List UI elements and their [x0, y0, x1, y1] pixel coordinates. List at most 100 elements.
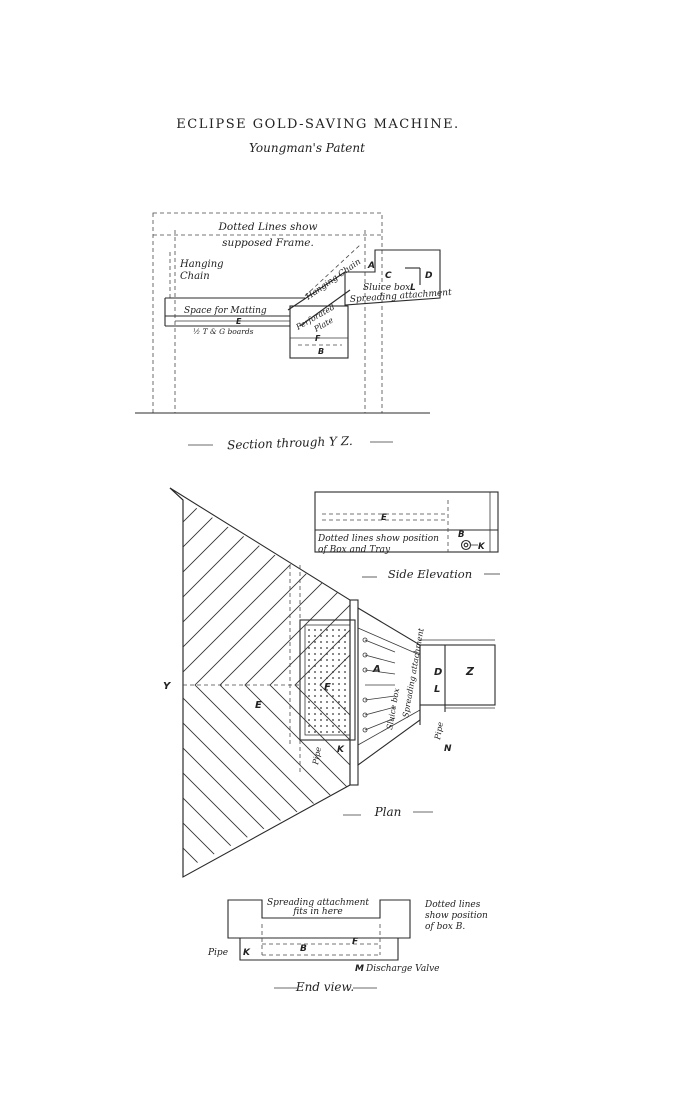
perforation-dot [326, 629, 328, 631]
perforation-dot [314, 629, 316, 631]
perforation-dot [320, 683, 322, 685]
drawing-subtitle: Youngman's Patent [249, 141, 365, 155]
perforation-dot [326, 719, 328, 721]
perforation-dot [308, 671, 310, 673]
perforation-dot [308, 665, 310, 667]
drawing-title: ECLIPSE GOLD-SAVING MACHINE. [176, 117, 459, 132]
perforation-dot [320, 665, 322, 667]
perforation-dot [326, 731, 328, 733]
perforation-dot [344, 725, 346, 727]
perforation-dot [332, 689, 334, 691]
perforation-dot [344, 713, 346, 715]
perforation-dot [320, 629, 322, 631]
end-spreading-label-2: fits in here [292, 907, 342, 917]
perforation-dot [314, 707, 316, 709]
plan-letter-e: E [255, 700, 262, 711]
valve-circle-inner [463, 542, 469, 548]
plan-letter-l: L [434, 684, 440, 695]
perforation-dot [344, 701, 346, 703]
section-letter-d: D [425, 271, 433, 281]
perforation-dot [314, 641, 316, 643]
perforation-dot [338, 701, 340, 703]
perforations [308, 629, 346, 733]
end-dotted-label-1: Dotted lines [424, 900, 481, 910]
perforation-dot [332, 659, 334, 661]
section-letter-a: A [367, 261, 375, 271]
perforation-dot [332, 665, 334, 667]
perforation-dot [332, 701, 334, 703]
perforated-plate-top [287, 271, 346, 311]
perforation-dot [326, 671, 328, 673]
end-dotted-label-2: show position [425, 911, 488, 921]
perforation-dot [326, 659, 328, 661]
section-caption: Section through Y Z. [227, 434, 353, 452]
perforation-dot [338, 635, 340, 637]
perforation-dot [320, 701, 322, 703]
perforation-dot [320, 671, 322, 673]
perforation-dot [344, 629, 346, 631]
perforation-dot [314, 653, 316, 655]
section-view: Dotted Lines show supposed Frame. Hangin… [135, 212, 452, 452]
end-discharge-label: Discharge Valve [365, 964, 440, 974]
perforation-dot [338, 659, 340, 661]
perforation-dot [338, 671, 340, 673]
perforation-dot [344, 683, 346, 685]
perforation-dot [326, 713, 328, 715]
section-letter-c: C [385, 271, 392, 281]
plan-letter-z: Z [465, 665, 475, 678]
perforation-dot [332, 713, 334, 715]
perforation-dot [344, 731, 346, 733]
perforation-dot [338, 665, 340, 667]
perforation-dot [332, 653, 334, 655]
perforation-dot [326, 701, 328, 703]
perforation-dot [344, 695, 346, 697]
perforation-dot [314, 635, 316, 637]
section-letter-b: B [318, 347, 324, 356]
hanging-chain-inclined [304, 244, 361, 297]
perforation-dot [344, 635, 346, 637]
plan-corner-top [169, 487, 184, 501]
end-caption: End view. [295, 980, 354, 994]
side-caption: Side Elevation [388, 567, 472, 581]
perforation-dot [308, 725, 310, 727]
perforation-dot [314, 677, 316, 679]
perforation-dot [314, 665, 316, 667]
perforation-dot [332, 683, 334, 685]
perforation-dot [314, 725, 316, 727]
perforation-dot [338, 647, 340, 649]
perforation-dot [308, 659, 310, 661]
perforation-dot [320, 725, 322, 727]
plan-caption: Plan [374, 805, 402, 819]
perforation-dot [338, 725, 340, 727]
end-dotted-label-3: of box B. [425, 922, 465, 932]
section-letter-l: L [410, 283, 416, 293]
perforation-dot [332, 677, 334, 679]
perforation-dot [338, 731, 340, 733]
end-view: Spreading attachment fits in here Dotted… [207, 898, 488, 994]
end-letter-b: B [300, 944, 307, 954]
perforation-dot [320, 641, 322, 643]
perforation-dot [344, 689, 346, 691]
perforation-dot [320, 635, 322, 637]
plan-letter-n: N [444, 744, 452, 754]
perforation-dot [332, 725, 334, 727]
plan-view: Y E F A Sluice box Spreading attachment … [163, 487, 496, 878]
perforation-dot [332, 719, 334, 721]
plan-letter-f: F [324, 682, 331, 693]
hanging-chain-label-1: Hanging [179, 259, 224, 270]
perforation-dot [320, 707, 322, 709]
perforation-dot [338, 695, 340, 697]
perforation-dot [308, 635, 310, 637]
sluice-inner-bottom [357, 709, 421, 746]
perforation-dot [308, 719, 310, 721]
box-b [289, 305, 349, 359]
perforation-dot [326, 689, 328, 691]
sluice-box [344, 249, 441, 306]
perforation-dot [344, 659, 346, 661]
plan-hatching-lower [183, 685, 350, 870]
end-letter-k: K [243, 948, 251, 958]
side-letter-e: E [381, 513, 387, 523]
end-letter-f: F [352, 937, 359, 947]
perforation-dot [344, 665, 346, 667]
valve-circle-outer [460, 539, 472, 551]
